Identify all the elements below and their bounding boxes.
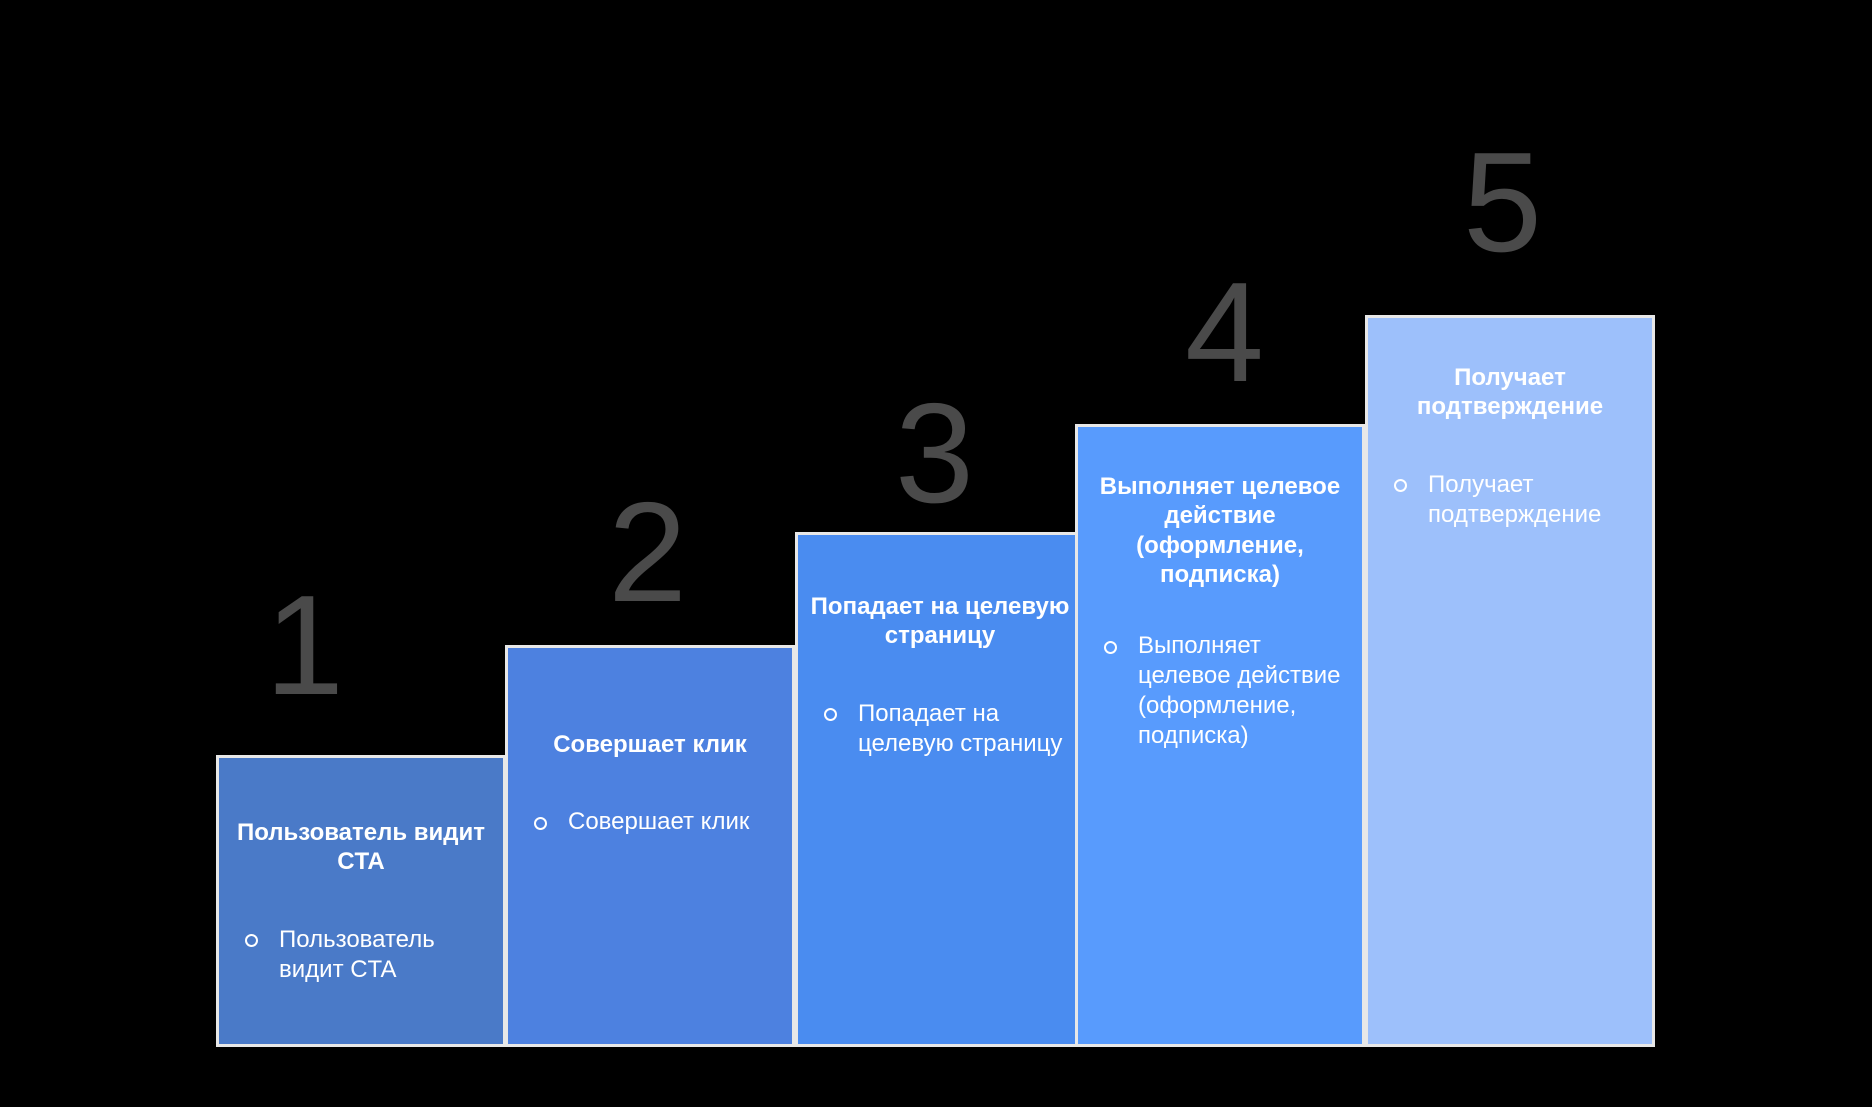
bullet-circle-icon bbox=[245, 934, 258, 948]
bar-title-5: Получает подтверждение bbox=[1416, 364, 1604, 421]
step-number-3: 3 bbox=[895, 374, 974, 533]
funnel-bar-3[interactable]: Попадает на целевую страницу Попадает на… bbox=[795, 532, 1085, 1047]
bullet-text: Попадает на целевую страницу bbox=[858, 699, 1063, 757]
list-item: Получает подтверждение bbox=[1394, 470, 1646, 530]
bullet-circle-icon bbox=[1104, 640, 1117, 654]
bullet-text: Совершает клик bbox=[568, 808, 750, 836]
list-item: Выполняет целевое действие (оформление, … bbox=[1104, 631, 1348, 751]
bullet-circle-icon bbox=[1394, 479, 1407, 493]
bar-title-4: Выполняет целевое действие (оформление, … bbox=[1099, 473, 1341, 588]
bar-bullets-4: Выполняет целевое действие (оформление, … bbox=[1078, 631, 1362, 751]
step-number-5: 5 bbox=[1463, 123, 1542, 282]
step-number-2: 2 bbox=[608, 473, 687, 632]
bar-bullets-2: Совершает клик bbox=[508, 807, 792, 837]
bar-bullets-5: Получает подтверждение bbox=[1368, 470, 1652, 530]
bar-title-1: Пользователь видит CTA bbox=[236, 819, 486, 876]
bar-title-3: Попадает на целевую страницу bbox=[810, 593, 1070, 650]
list-item: Пользователь видит CTA bbox=[245, 925, 489, 985]
bullet-text: Выполняет целевое действие (оформление, … bbox=[1138, 632, 1341, 750]
funnel-bar-2[interactable]: Совершает клик Совершает клик bbox=[505, 645, 795, 1047]
funnel-bar-4[interactable]: Выполняет целевое действие (оформление, … bbox=[1075, 424, 1365, 1047]
step-number-4: 4 bbox=[1185, 253, 1264, 412]
bullet-text: Получает подтверждение bbox=[1428, 470, 1602, 528]
funnel-bar-5[interactable]: Получает подтверждение Получает подтверж… bbox=[1365, 315, 1655, 1047]
step-number-1: 1 bbox=[265, 566, 344, 725]
bar-bullets-3: Попадает на целевую страницу bbox=[798, 699, 1082, 759]
bar-title-2: Совершает клик bbox=[553, 731, 747, 758]
list-item: Попадает на целевую страницу bbox=[824, 699, 1068, 759]
list-item: Совершает клик bbox=[534, 807, 778, 837]
bar-bullets-1: Пользователь видит CTA bbox=[219, 925, 503, 985]
bullet-circle-icon bbox=[824, 708, 837, 722]
bullet-circle-icon bbox=[534, 816, 547, 830]
bullet-text: Пользователь видит CTA bbox=[279, 925, 435, 983]
funnel-bar-1[interactable]: Пользователь видит CTA Пользователь види… bbox=[216, 755, 506, 1047]
